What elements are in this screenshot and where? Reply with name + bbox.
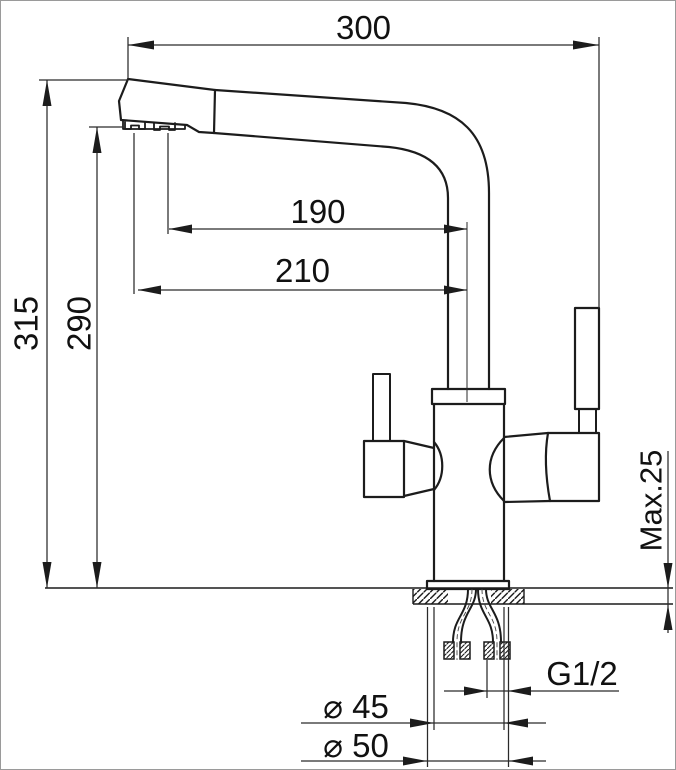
right-handle-neck bbox=[578, 408, 597, 434]
dim-300-label: 300 bbox=[335, 9, 392, 46]
dim-190-lines bbox=[167, 133, 467, 234]
aerator-tooth bbox=[124, 121, 146, 130]
spout-head bbox=[117, 77, 217, 135]
dim-210-lines bbox=[133, 133, 467, 294]
dim-315-lines bbox=[39, 79, 128, 588]
left-handle bbox=[362, 373, 436, 499]
dim-d45-label: ⌀ 45 bbox=[323, 688, 389, 725]
right-handle-block bbox=[546, 431, 601, 503]
dim-300-lines bbox=[127, 37, 600, 308]
right-handle-lever bbox=[573, 306, 601, 411]
faucet-body bbox=[430, 387, 507, 583]
aerator-tooth bbox=[153, 122, 176, 131]
left-handle-block bbox=[362, 439, 406, 499]
supply-hoses bbox=[443, 588, 511, 660]
left-handle-lever bbox=[372, 373, 391, 442]
dim-190-label: 190 bbox=[290, 193, 346, 230]
hose-fittings bbox=[443, 641, 511, 660]
dim-290-lines bbox=[89, 126, 123, 588]
spout-tube bbox=[212, 88, 491, 391]
dimension-arrowheads bbox=[42, 40, 673, 766]
dim-d50-label: ⌀ 50 bbox=[323, 727, 389, 764]
dim-max25-label: Max.25 bbox=[633, 449, 669, 552]
dim-315-label: 315 bbox=[7, 295, 45, 352]
dim-210-label: 210 bbox=[274, 252, 331, 289]
countertop bbox=[45, 587, 673, 605]
right-handle bbox=[502, 306, 601, 504]
dim-290-label: 290 bbox=[60, 295, 98, 352]
dim-g12-label: G1/2 bbox=[546, 655, 618, 692]
